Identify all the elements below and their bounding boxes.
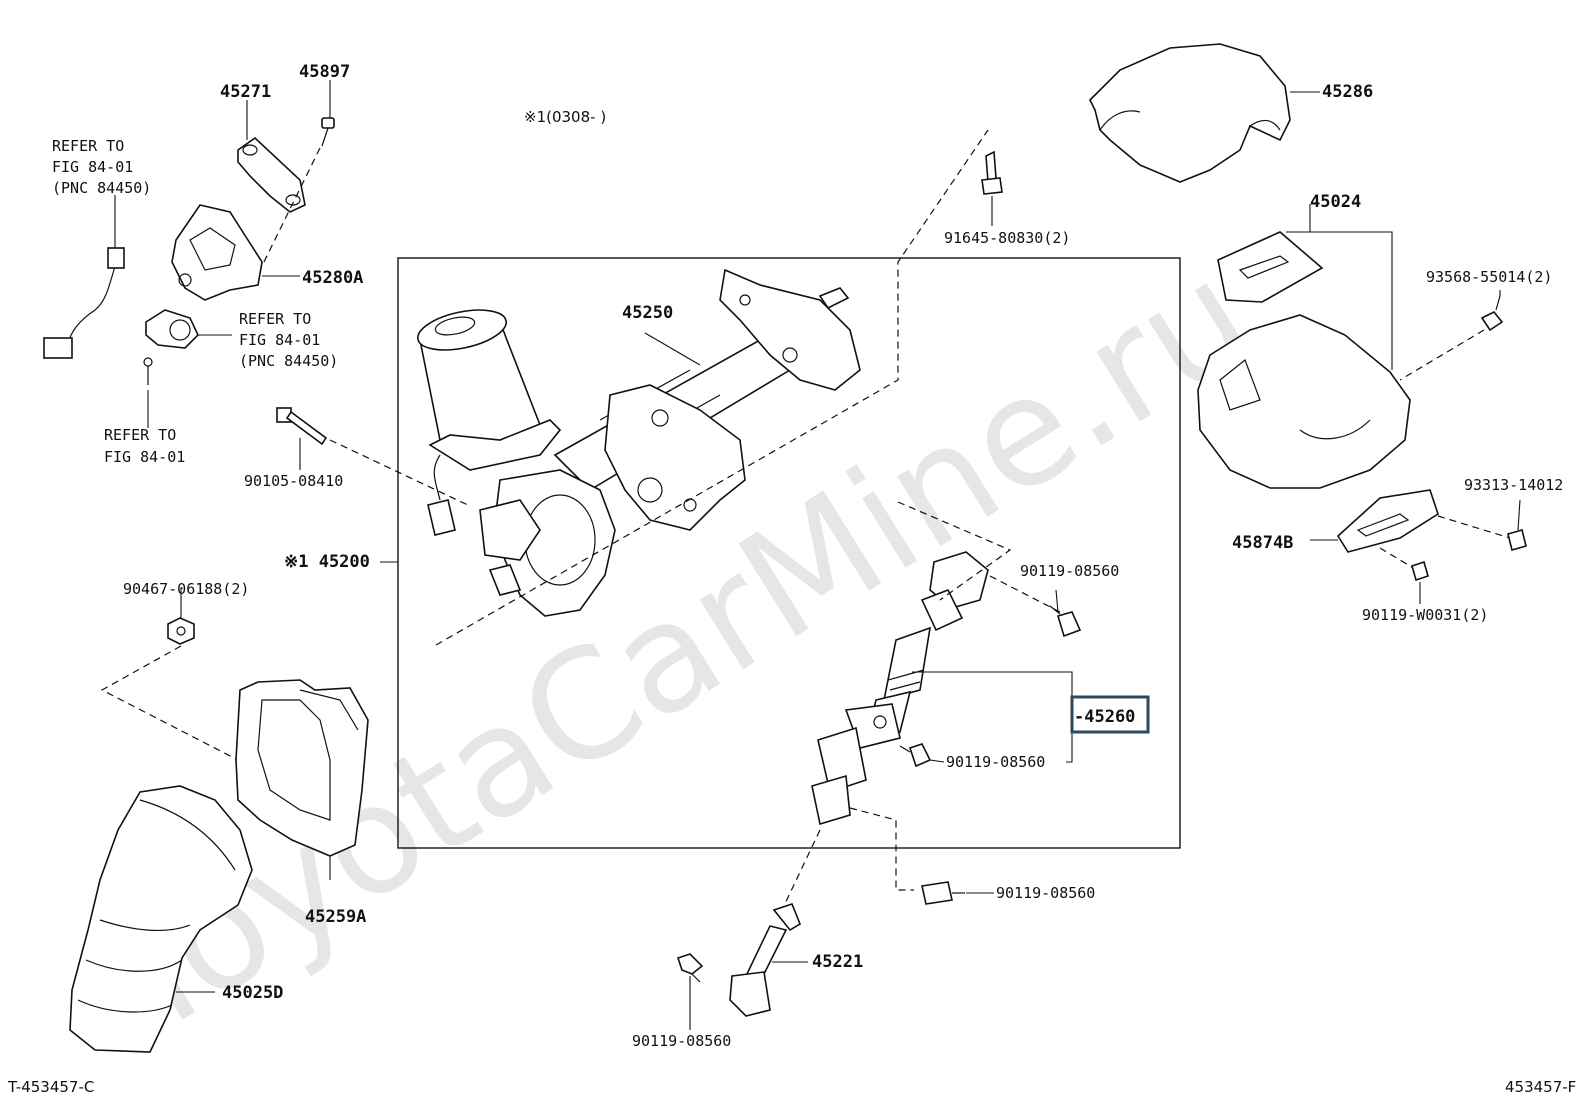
refer2-line3: (PNC 84450) bbox=[239, 352, 338, 370]
refer2-line1: REFER TO bbox=[239, 310, 311, 328]
nut-90467[interactable] bbox=[167, 617, 195, 645]
refer3-line2: FIG 84-01 bbox=[104, 448, 185, 466]
label-45250: 45250 bbox=[622, 303, 673, 323]
label-93568: 93568-55014(2) bbox=[1426, 268, 1552, 286]
variant-note: ※1(0308- ) bbox=[524, 108, 606, 126]
label-45280A: 45280A bbox=[302, 268, 363, 288]
label-93313: 93313-14012 bbox=[1464, 476, 1563, 494]
label-45260: -45260 bbox=[1074, 707, 1135, 727]
part-45221-joint[interactable] bbox=[729, 903, 801, 1017]
refer1-line3: (PNC 84450) bbox=[52, 179, 151, 197]
part-45250-steering-column[interactable] bbox=[414, 268, 861, 617]
footer-left-code: T-453457-C bbox=[7, 1078, 94, 1096]
label-45271: 45271 bbox=[220, 82, 271, 102]
label-90119-b: 90119-08560 bbox=[946, 753, 1045, 771]
label-91645: 91645-80830(2) bbox=[944, 229, 1070, 247]
clip-93313[interactable] bbox=[1507, 529, 1527, 551]
part-45897-screw[interactable] bbox=[321, 117, 335, 147]
label-90105: 90105-08410 bbox=[244, 472, 343, 490]
refer2-line2: FIG 84-01 bbox=[239, 331, 320, 349]
switch-assembly bbox=[43, 195, 232, 428]
refer1-line1: REFER TO bbox=[52, 137, 124, 155]
label-90119-a: 90119-08560 bbox=[1020, 562, 1119, 580]
label-90119-W0031: 90119-W0031(2) bbox=[1362, 606, 1488, 624]
bolt-90119-c[interactable] bbox=[921, 881, 965, 905]
part-45024-lower-cover[interactable] bbox=[1197, 231, 1411, 489]
part-45025D-boot[interactable] bbox=[69, 785, 253, 1053]
bolt-90119-d[interactable] bbox=[676, 953, 704, 983]
bolt-90119-a[interactable] bbox=[1049, 605, 1082, 638]
bolt-90119-b[interactable] bbox=[899, 743, 932, 768]
screw-93568[interactable] bbox=[1480, 295, 1504, 332]
label-45286: 45286 bbox=[1322, 82, 1373, 102]
label-45221: 45221 bbox=[812, 952, 863, 972]
label-90119-c: 90119-08560 bbox=[996, 884, 1095, 902]
part-45260-intermediate-shaft[interactable] bbox=[811, 551, 989, 826]
label-45897: 45897 bbox=[299, 62, 350, 82]
label-45874B: 45874B bbox=[1232, 533, 1293, 553]
part-45874B-plate[interactable] bbox=[1336, 489, 1439, 553]
part-45271-bracket[interactable] bbox=[237, 136, 306, 213]
label-90467: 90467-06188(2) bbox=[123, 580, 249, 598]
part-45280A-housing[interactable] bbox=[171, 204, 263, 301]
refer1-line2: FIG 84-01 bbox=[52, 158, 133, 176]
part-45259A-cover[interactable] bbox=[235, 679, 369, 857]
label-45024: 45024 bbox=[1310, 192, 1361, 212]
label-45025D: 45025D bbox=[222, 983, 283, 1003]
label-45259A: 45259A bbox=[305, 907, 366, 927]
refer3-line1: REFER TO bbox=[104, 426, 176, 444]
screw-90119-W0031[interactable] bbox=[1411, 560, 1429, 582]
part-45286-upper-cover[interactable] bbox=[1089, 43, 1291, 183]
bolt-91645[interactable] bbox=[981, 150, 1003, 195]
footer-right-code: 453457-F bbox=[1505, 1078, 1576, 1096]
bolt-90105[interactable] bbox=[276, 407, 328, 446]
highlight-45260 bbox=[1070, 695, 1150, 734]
assembly-frame bbox=[397, 257, 1181, 849]
label-45200: ※1 45200 bbox=[284, 552, 370, 572]
label-90119-d: 90119-08560 bbox=[632, 1032, 731, 1050]
